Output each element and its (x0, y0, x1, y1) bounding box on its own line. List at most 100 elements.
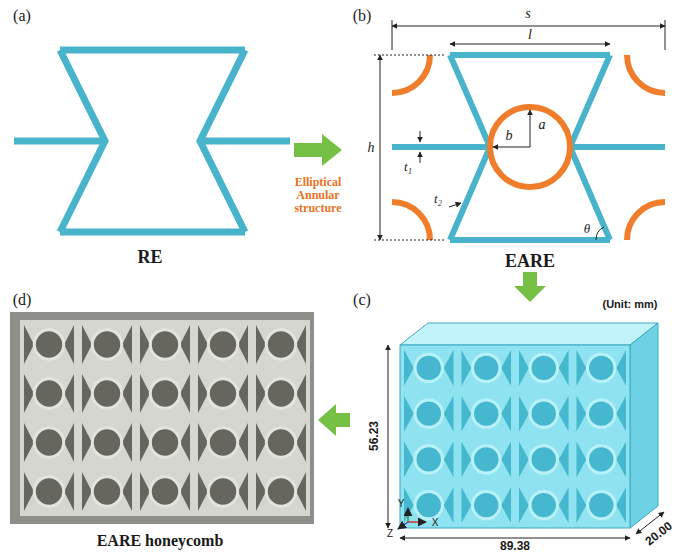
process-arrow (294, 134, 342, 166)
cell-void (444, 442, 454, 478)
honeycomb-cell (404, 350, 454, 386)
dimension-symbol: a (539, 117, 546, 132)
photo-background (10, 312, 314, 524)
cell-void (82, 423, 92, 462)
cell-void (256, 423, 266, 462)
ring-hole (530, 491, 557, 518)
cell-void (559, 442, 569, 478)
honeycomb-cell (198, 472, 248, 511)
ring-hole (588, 400, 615, 427)
cell-void (616, 396, 626, 432)
axis-label: X (432, 517, 439, 528)
ring-hole (150, 428, 179, 457)
cell-void (140, 374, 150, 413)
cell-void (198, 472, 208, 511)
quarter-ring (627, 55, 665, 93)
cell-void (404, 487, 414, 523)
cell-void (616, 350, 626, 386)
honeycomb-cell (462, 442, 512, 478)
cell-void (24, 325, 34, 364)
ring-hole (588, 354, 615, 381)
axis-y (407, 508, 409, 522)
re-walls (14, 50, 290, 232)
ring-hole (92, 330, 121, 359)
ring-hole (415, 446, 442, 473)
ring-hole (266, 477, 295, 506)
honeycomb-cell (577, 487, 627, 523)
cell-void (577, 396, 587, 432)
honeycomb-cell (404, 442, 454, 478)
ring-hole (266, 428, 295, 457)
honeycomb-cell (24, 325, 74, 364)
cell-void (180, 472, 190, 511)
ring-hole (415, 491, 442, 518)
honeycomb-cell (577, 350, 627, 386)
ring-hole (150, 330, 179, 359)
honeycomb-cell (256, 374, 306, 413)
cell-void (122, 423, 132, 462)
cell-void (519, 350, 529, 386)
cell-void (256, 374, 266, 413)
honeycomb-cell (256, 325, 306, 364)
cell-void (404, 350, 414, 386)
cell-void (24, 472, 34, 511)
ring-hole (34, 477, 63, 506)
honeycomb-cell (140, 374, 190, 413)
dimension-symbol: h (368, 140, 375, 155)
ring-hole (208, 428, 237, 457)
dimension-line (380, 55, 381, 240)
angle-arc (596, 227, 604, 240)
ring-hole (208, 379, 237, 408)
structure-name: RE (137, 248, 162, 268)
extension-line (665, 20, 666, 50)
specimen-photo (10, 312, 314, 524)
angle-symbol: θ (584, 222, 590, 236)
axis-x (408, 521, 426, 523)
cell-void (616, 442, 626, 478)
dimension-line (388, 345, 389, 528)
honeycomb-cell (462, 350, 512, 386)
cell-void (198, 423, 208, 462)
cell-void (238, 472, 248, 511)
cell-void (238, 374, 248, 413)
honeycomb-cell (82, 325, 132, 364)
cell-void (616, 487, 626, 523)
dimension-line (530, 110, 531, 147)
cell-void (501, 487, 511, 523)
honeycomb-cell (198, 374, 248, 413)
ring-hole (92, 379, 121, 408)
quarter-ring (392, 202, 430, 240)
ring-hole (92, 428, 121, 457)
dimension-symbol: t₂ (434, 192, 442, 206)
honeycomb-cell (82, 472, 132, 511)
panel-label: (c) (353, 291, 371, 309)
panel-label: (a) (13, 7, 31, 25)
honeycomb-cell (519, 396, 569, 432)
extension-line (374, 55, 445, 56)
dimension-line (400, 538, 630, 539)
cell-void (256, 472, 266, 511)
panel-label: (d) (13, 291, 32, 309)
honeycomb-cell (82, 423, 132, 462)
cell-void (140, 423, 150, 462)
panel-label: (b) (353, 7, 372, 25)
cell-void (444, 396, 454, 432)
axis-label: Y (398, 498, 405, 509)
honeycomb-cell (519, 350, 569, 386)
cell-void (180, 423, 190, 462)
eare-walls (392, 55, 665, 240)
ring-hole (415, 400, 442, 427)
ring-hole (34, 379, 63, 408)
cell-void (296, 374, 306, 413)
honeycomb-model (388, 323, 664, 538)
cell-void (122, 374, 132, 413)
cell-void (577, 487, 587, 523)
cell-void (180, 325, 190, 364)
extension-line (374, 240, 445, 241)
dimension-line (493, 147, 530, 148)
cell-void (462, 350, 472, 386)
honeycomb-cell (577, 396, 627, 432)
ring-hole (208, 330, 237, 359)
cell-void (140, 325, 150, 364)
